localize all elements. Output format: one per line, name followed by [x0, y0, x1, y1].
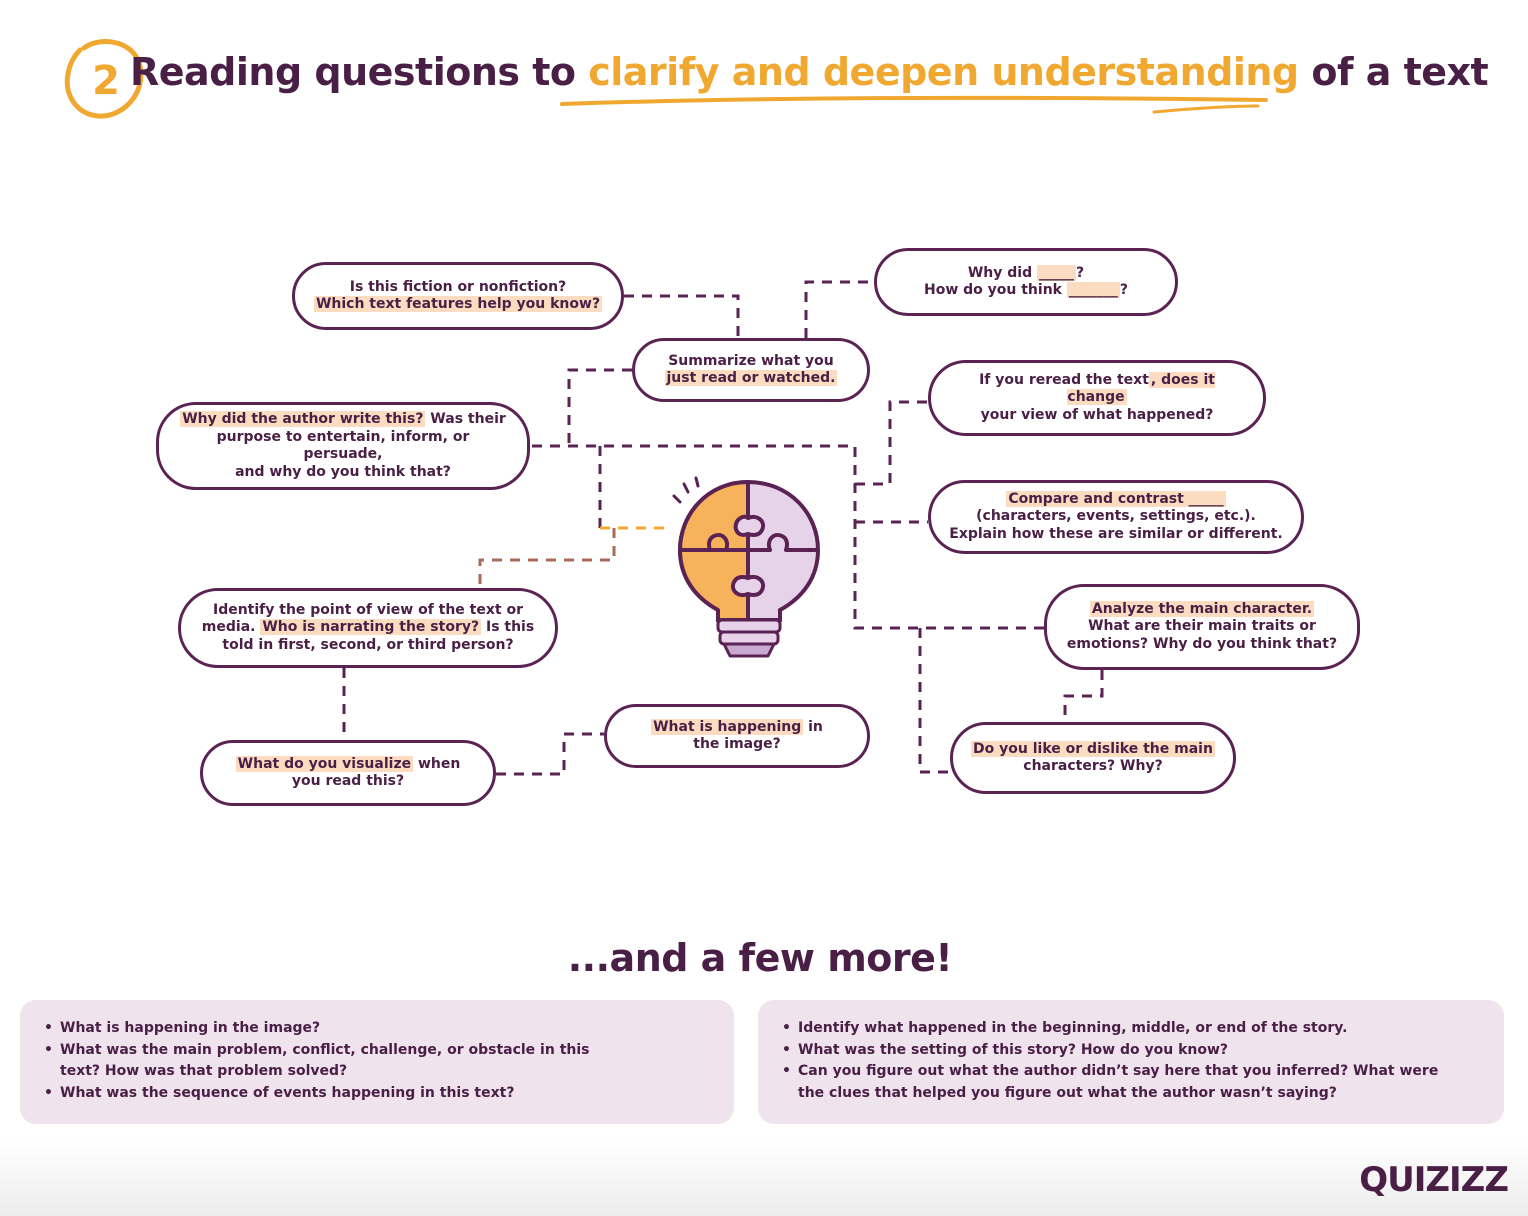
footer-band: [0, 1140, 1528, 1216]
node-fiction-nonfiction: Is this fiction or nonfiction?Which text…: [292, 262, 624, 330]
more-questions-heading: ...and a few more!: [567, 936, 953, 980]
node-why-did: Why did _____?How do you think _______?: [874, 248, 1178, 316]
node-author-purpose: Why did the author write this? Was their…: [156, 402, 530, 490]
list-item: What was the setting of this story? How …: [782, 1040, 1480, 1062]
puzzle-lightbulb-icon: [672, 476, 821, 658]
node-compare-contrast: Compare and contrast _____(characters, e…: [928, 480, 1304, 554]
title-area: 2 Reading questions to clarify and deepe…: [64, 36, 1489, 126]
node-point-of-view: Identify the point of view of the text o…: [178, 588, 558, 668]
more-questions-right-panel: Identify what happened in the beginning,…: [758, 1000, 1504, 1124]
step-number-icon: 2: [64, 39, 144, 119]
list-item: What was the main problem, conflict, cha…: [44, 1040, 710, 1083]
list-item: What is happening in the image?: [44, 1018, 710, 1040]
list-item: Identify what happened in the beginning,…: [782, 1018, 1480, 1040]
more-questions-left-panel: What is happening in the image? What was…: [20, 1000, 734, 1124]
step-number: 2: [92, 58, 120, 104]
list-item: Can you figure out what the author didn’…: [782, 1061, 1480, 1104]
title-underline: [560, 95, 1268, 114]
node-analyze-character: Analyze the main character.What are thei…: [1044, 584, 1360, 670]
brand-logo: QUIZIZZ: [1359, 1160, 1509, 1200]
list-item: What was the sequence of events happenin…: [44, 1083, 710, 1105]
page-title: Reading questions to clarify and deepen …: [130, 50, 1489, 94]
